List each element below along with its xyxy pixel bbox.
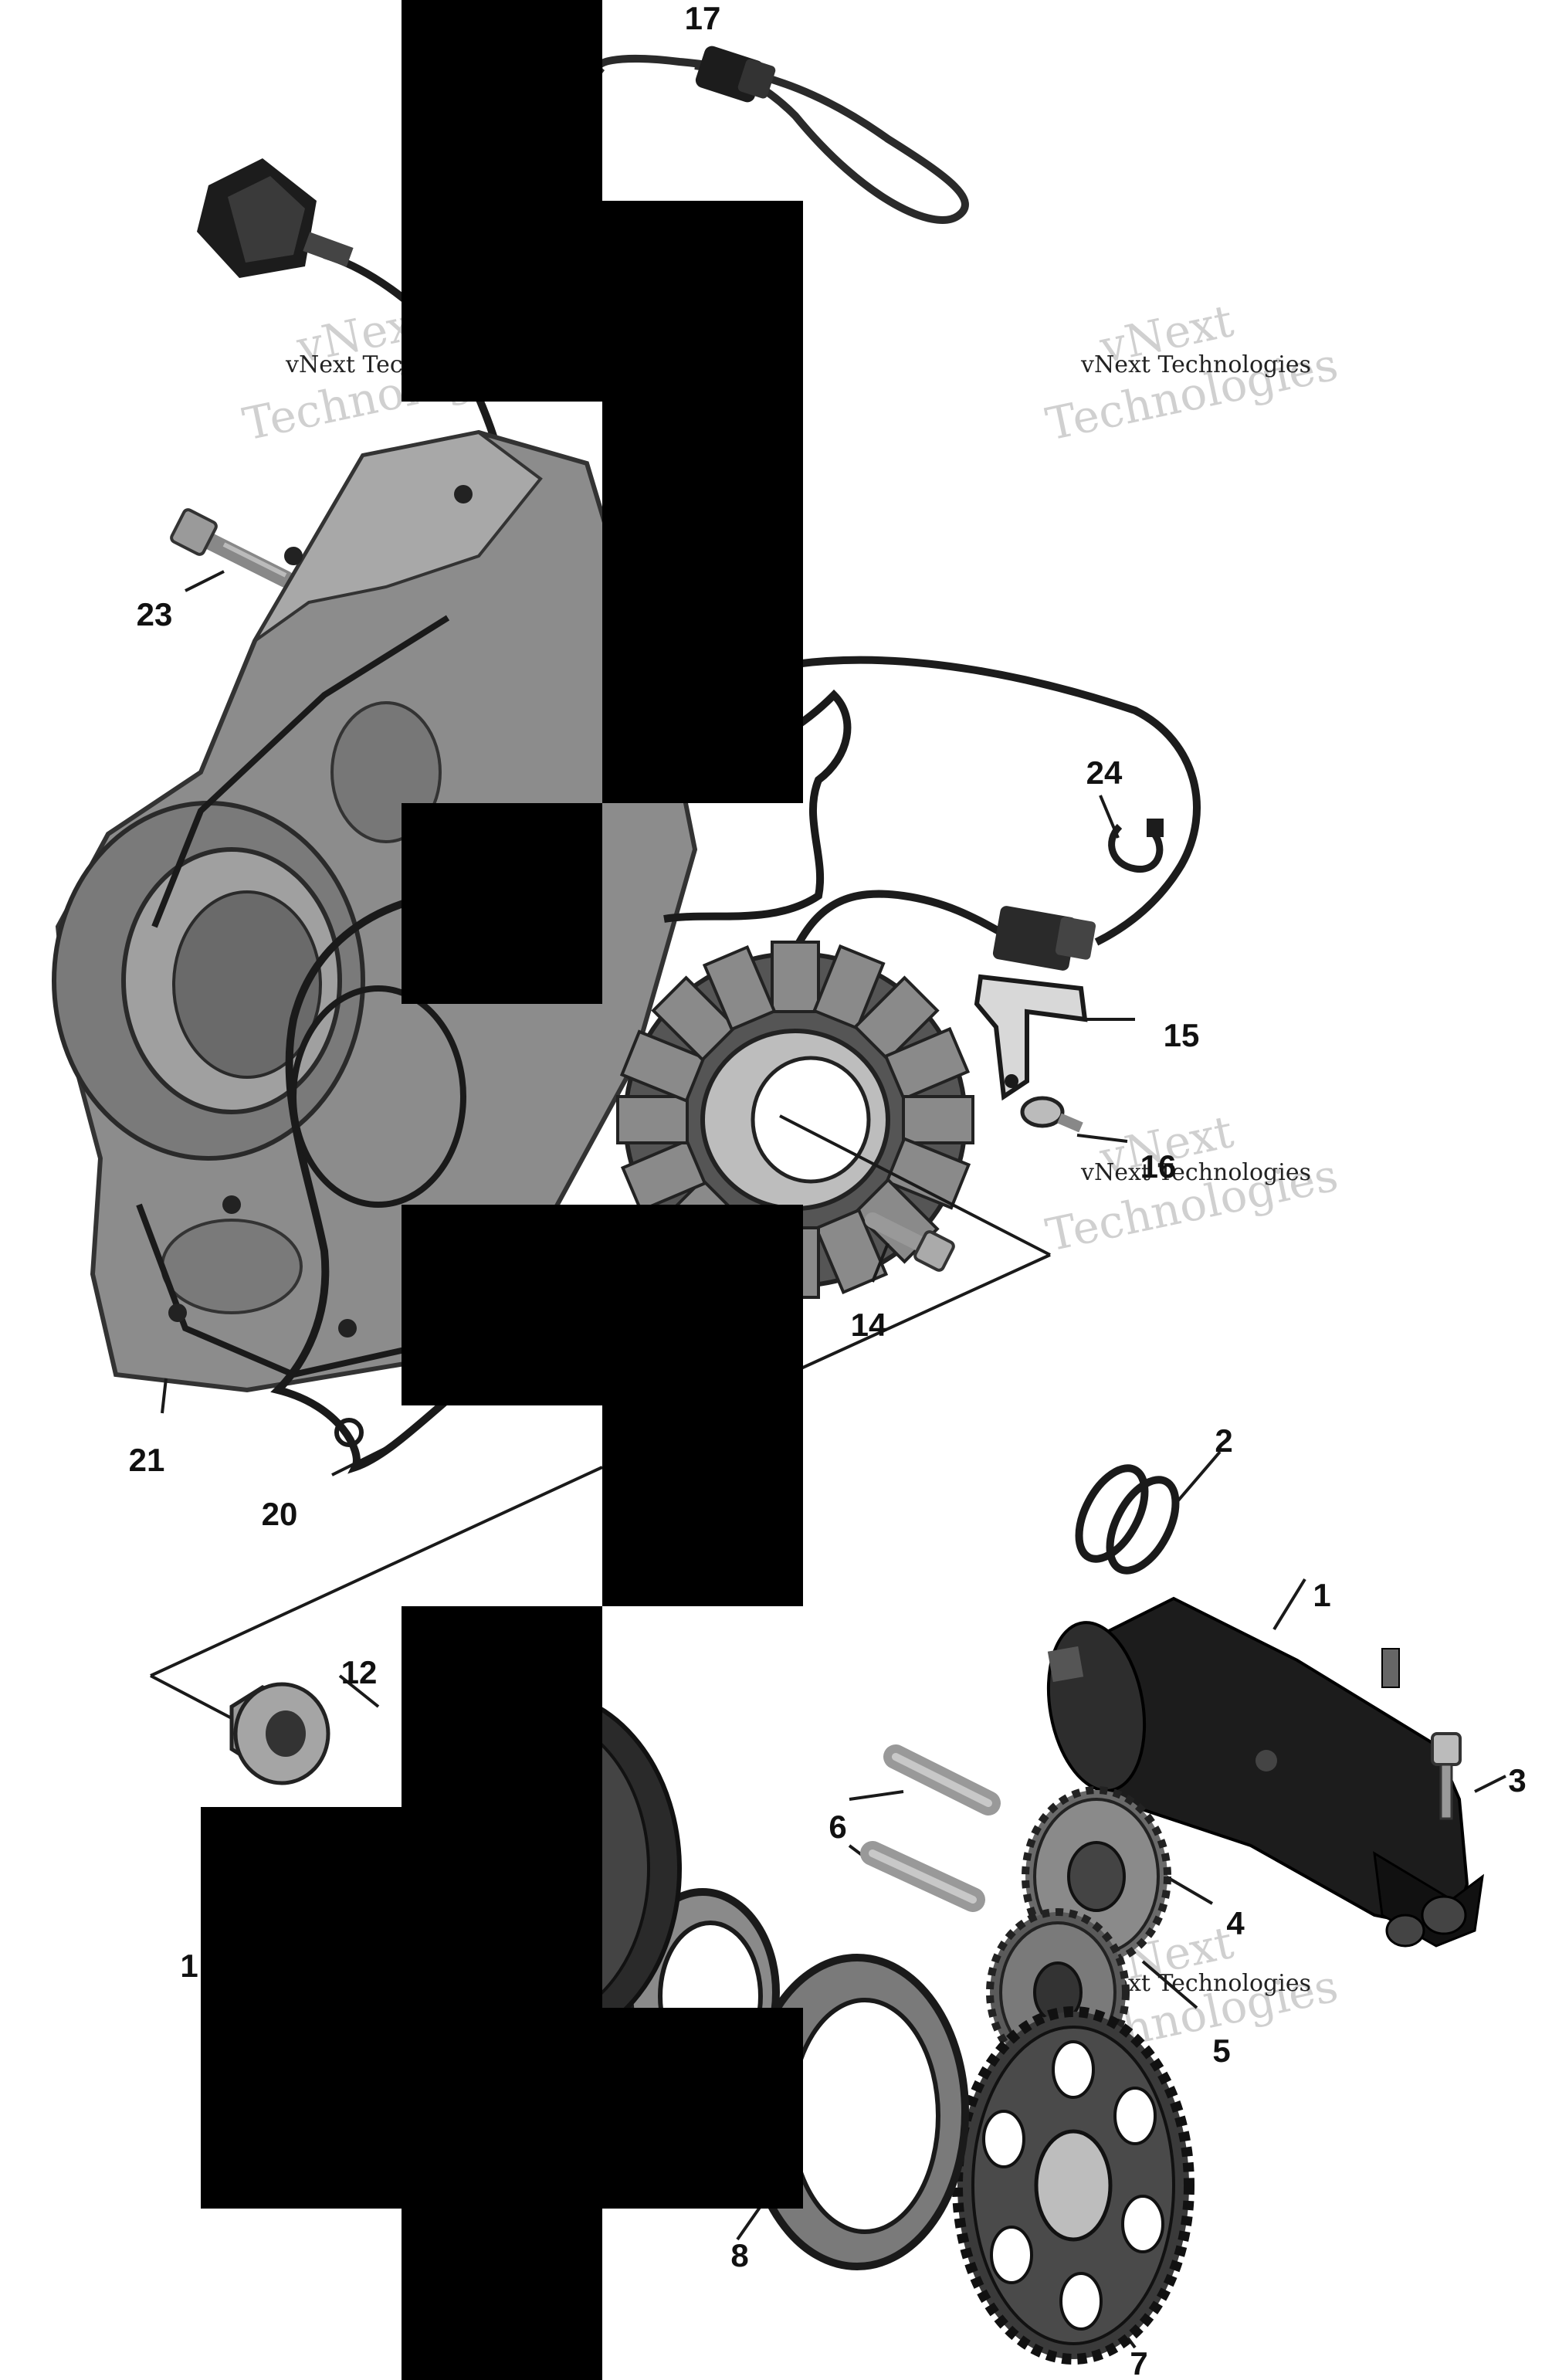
callout-1: 1 xyxy=(1313,1577,1330,1613)
callout-11: 1 xyxy=(180,1948,198,1984)
part-15-bracket xyxy=(974,974,1088,1101)
part-14-bolt xyxy=(865,1212,955,1272)
harness-connector-top xyxy=(197,158,506,465)
part-12-nut xyxy=(229,1682,330,1785)
watermark-mid-right: vNext Technologies vNext Technologies xyxy=(1042,1105,1343,1262)
part-23-bolt xyxy=(170,508,294,588)
callout-20: 20 xyxy=(262,1496,298,1532)
part-17-sensor-harness xyxy=(595,46,969,224)
leader-lines xyxy=(150,570,1506,2349)
svg-text:vNext Technologies: vNext Technologies xyxy=(1080,1159,1311,1186)
callout-17: 17 xyxy=(685,0,721,36)
callout-14: 14 xyxy=(851,1307,887,1343)
callout-2: 2 xyxy=(1215,1422,1232,1459)
callout-8: 8 xyxy=(730,2237,748,2273)
part-16-screw xyxy=(1020,1096,1083,1133)
part-1-starter-motor xyxy=(1046,1596,1484,1948)
callout-3: 3 xyxy=(1508,1762,1526,1799)
callout-4: 4 xyxy=(1226,1905,1245,1941)
callout-labels: 17 23 24 15 16 14 21 20 2 1 3 12 6 4 1 5… xyxy=(129,0,1527,2380)
part-24-clip xyxy=(1108,819,1164,873)
redaction-blocks xyxy=(201,0,803,2380)
callout-6: 6 xyxy=(829,1809,846,1845)
part-6-pins xyxy=(860,1744,1001,1912)
part-3-bolt xyxy=(1431,1732,1462,1820)
part-2-o-rings xyxy=(1075,1464,1180,1575)
callout-21: 21 xyxy=(129,1442,165,1478)
part-7-large-gear xyxy=(952,2006,1194,2365)
callout-24: 24 xyxy=(1086,754,1123,791)
callout-12: 12 xyxy=(341,1654,378,1690)
stator-harness xyxy=(791,656,1201,971)
callout-5: 5 xyxy=(1212,2032,1230,2069)
svg-text:vNext Technologies: vNext Technologies xyxy=(1080,351,1311,378)
watermark-top-right: vNext Technologies vNext Technologies xyxy=(1042,294,1343,451)
callout-15: 15 xyxy=(1164,1017,1200,1053)
callout-7: 7 xyxy=(1130,2345,1147,2380)
callout-23: 23 xyxy=(137,596,173,632)
callout-16: 16 xyxy=(1140,1148,1177,1185)
